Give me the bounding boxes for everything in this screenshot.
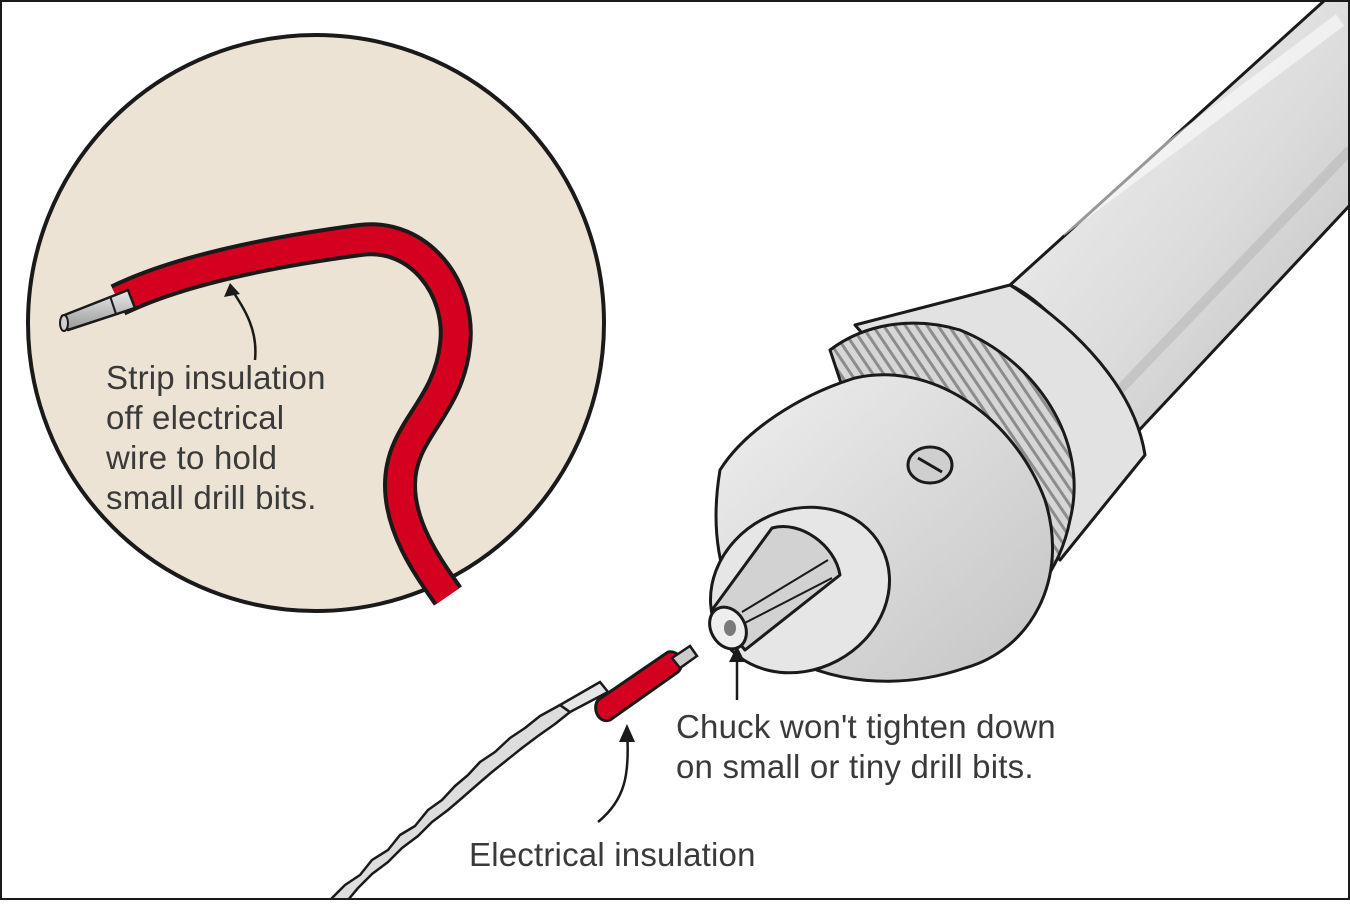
chuck-callout-line-1: Chuck won't tighten down <box>676 708 1056 745</box>
chuck-jaws <box>708 525 842 652</box>
strip-insulation-line-1: Strip insulation <box>106 359 326 396</box>
chuck-callout: Chuck won't tighten down on small or tin… <box>676 707 1056 787</box>
insulation-sleeve <box>594 644 699 723</box>
strip-insulation-line-4: small drill bits. <box>106 479 317 516</box>
strip-insulation-line-2: off electrical <box>106 399 285 436</box>
strip-insulation-callout: Strip insulation off electrical wire to … <box>106 358 326 518</box>
chuck-arrow <box>729 646 745 700</box>
drill-bit <box>328 680 610 902</box>
insulation-callout: Electrical insulation <box>469 835 756 875</box>
insulation-callout-text: Electrical insulation <box>469 836 756 873</box>
drill-body <box>1008 0 1350 442</box>
chuck-callout-line-2: on small or tiny drill bits. <box>676 748 1034 785</box>
magnifier-inset <box>26 33 606 613</box>
insulation-arrow <box>597 724 635 823</box>
strip-insulation-line-3: wire to hold <box>106 439 278 476</box>
